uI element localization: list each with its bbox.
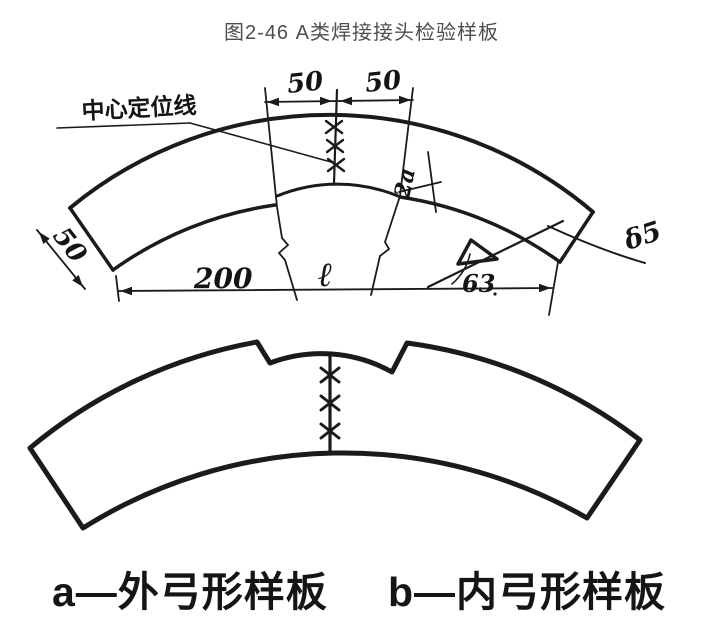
dimension-left-width-50: 50 (35, 222, 92, 291)
dimension-line (117, 287, 554, 292)
dim-label-notch-depth: 2a (389, 166, 421, 201)
left-radial-break-line (264, 87, 298, 301)
arrowhead (398, 95, 412, 105)
thickness-label: δ5 (620, 216, 666, 257)
dimension-bottom-200-l: 200 ℓ (115, 255, 559, 316)
outer-arc (68, 112, 595, 214)
weld-x-mark (325, 138, 345, 154)
right-radial-break-line (370, 87, 414, 296)
caption-outer-template: a—外弓形样板 (52, 569, 328, 615)
right-end-cap (558, 210, 595, 264)
angle-annotation: 63 (426, 219, 565, 298)
dimension-line (264, 99, 414, 103)
weld-notch-arc (275, 182, 400, 198)
weld-x-mark (326, 157, 346, 173)
figure-a-outer-template: 50 50 200 ℓ 50 (35, 65, 666, 316)
center-weld-line (319, 353, 341, 455)
center-line-label-group: 中心定位线 (56, 92, 332, 163)
inner-arc-right (398, 195, 562, 264)
ink-dot (493, 292, 497, 296)
radial-measure-line (427, 151, 437, 213)
angle-triangle-icon (456, 238, 499, 266)
angle-arc (451, 253, 471, 285)
center-weld-line (324, 88, 346, 185)
dim-label-200: 200 (193, 262, 253, 295)
pointer-line (426, 219, 565, 289)
extension-line-left (115, 275, 120, 302)
weld-x-mark (319, 422, 341, 440)
arrowhead (119, 286, 133, 296)
center-line (332, 88, 339, 185)
caption-inner-template: b—内弓形样板 (388, 569, 667, 615)
arrowhead (319, 96, 333, 106)
left-end-cap (68, 206, 115, 272)
label-underline (56, 122, 191, 129)
leader-line (547, 225, 646, 264)
weld-x-mark (319, 394, 341, 412)
weld-x-mark (319, 366, 341, 384)
arrowhead (538, 283, 552, 293)
arrowhead (339, 96, 353, 106)
template-outline (27, 339, 643, 531)
dim-label-gap-l: ℓ (318, 255, 333, 295)
inner-arc-left (111, 203, 277, 272)
dimension-top-50-50: 50 50 (264, 65, 414, 107)
angle-value-label: 63 (462, 269, 495, 298)
tick-line (398, 181, 442, 193)
dim-label-top-right: 50 (364, 65, 403, 99)
dim-label-top-left: 50 (286, 66, 325, 100)
arrowhead (266, 97, 280, 107)
extension-line-right (548, 261, 559, 316)
figure-b-inner-template (27, 339, 643, 531)
figure-title: 图2-46 A类焊接接头检验样板 (224, 22, 499, 44)
center-line-label: 中心定位线 (81, 92, 197, 125)
label-leader-line (189, 122, 332, 163)
weld-x-mark (324, 119, 344, 135)
dimension-notch-depth-2a: 2a (389, 151, 442, 213)
